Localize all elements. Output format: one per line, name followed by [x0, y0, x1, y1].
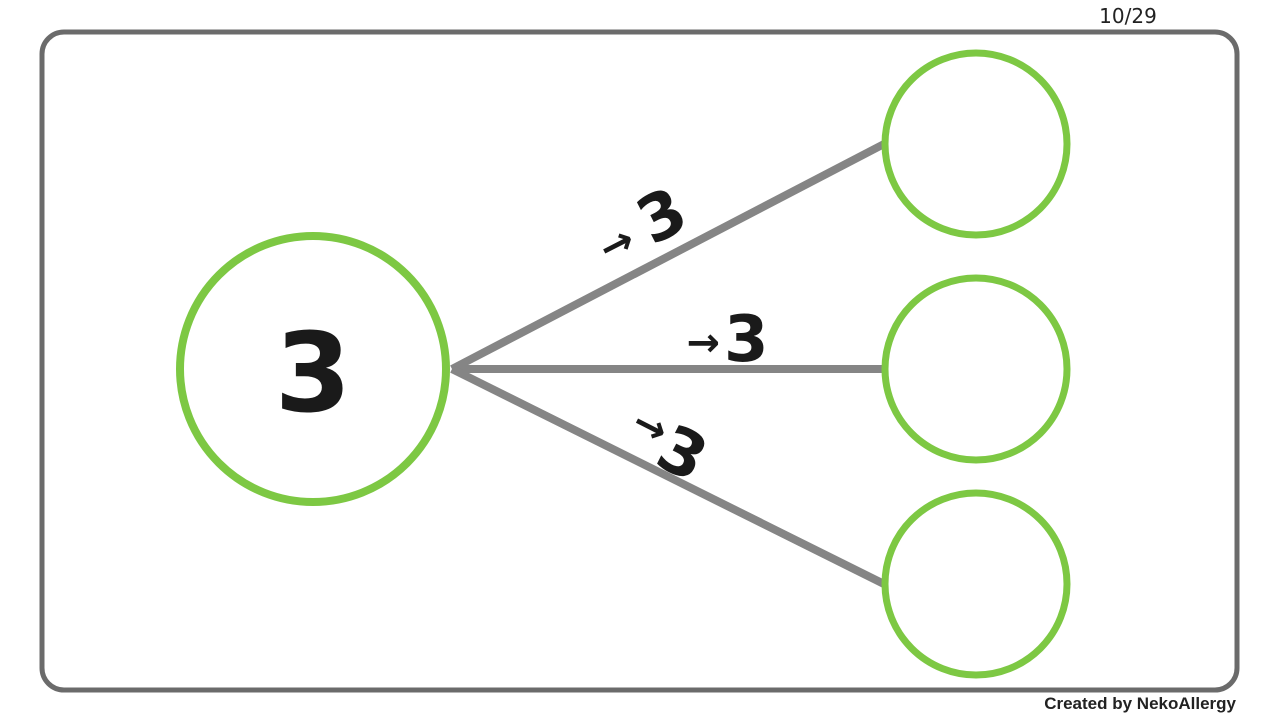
child-node-middle	[881, 274, 1071, 464]
edge-label-bottom: → 3	[625, 399, 719, 498]
credit-text: Created by NekoAllergy	[1044, 694, 1236, 713]
edge-label-middle-arrow: →	[686, 320, 720, 366]
child-node-top	[881, 49, 1071, 239]
child-node-bottom	[881, 489, 1071, 679]
edge-label-middle: → 3	[686, 303, 768, 377]
edge-bottom	[450, 365, 886, 588]
page-counter: 10/29	[1099, 4, 1157, 28]
edge-label-top: → 3	[591, 174, 698, 273]
root-node	[176, 232, 450, 506]
frame	[39, 29, 1240, 693]
edge-label-middle-value: 3	[724, 303, 769, 377]
root-node-value: 3	[275, 309, 352, 437]
edge-top	[450, 140, 886, 373]
edge-label-top-arrow: →	[591, 216, 642, 272]
